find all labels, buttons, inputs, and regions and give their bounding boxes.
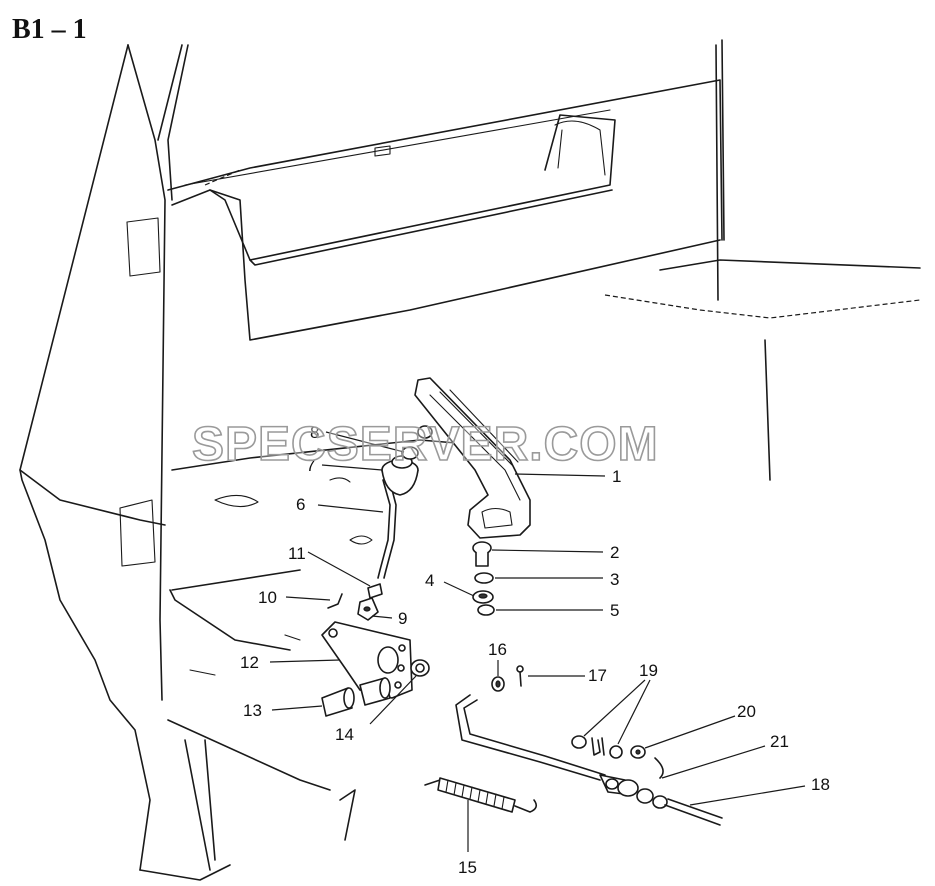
part-1-accelerator-pedal [414, 377, 531, 539]
part-17-cotter-pin [516, 665, 524, 687]
watermark: SPECSERVER.COM [192, 418, 659, 471]
part-8-retainer [401, 425, 433, 460]
callout-16: 16 [488, 640, 507, 659]
callout-14: 14 [335, 725, 354, 744]
callout-20: 20 [737, 702, 756, 721]
callout-numbers: 1 2 3 4 5 6 7 8 9 10 11 12 13 14 15 16 1… [240, 423, 830, 877]
callout-1: 1 [612, 467, 621, 486]
part-16-grommet [491, 676, 505, 692]
leader-lines [269, 431, 806, 852]
diagram-title: B1 – 1 [12, 14, 87, 45]
part-19-bushing-set [571, 735, 623, 759]
callout-11: 11 [288, 544, 306, 563]
part-10-pin [327, 593, 343, 609]
part-18-throttle-cable [455, 694, 723, 826]
callout-6: 6 [296, 495, 305, 514]
part-7-dust-boot [381, 455, 419, 496]
callout-8: 8 [310, 423, 319, 442]
callout-21: 21 [770, 732, 789, 751]
callout-4: 4 [425, 571, 434, 590]
part-13-bushing-tube [321, 677, 391, 717]
callout-5: 5 [610, 601, 619, 620]
part-21-clip [654, 757, 664, 779]
part-15-return-spring [424, 777, 538, 813]
callout-15: 15 [458, 858, 477, 877]
callout-9: 9 [398, 609, 407, 628]
part-6-push-rod [377, 479, 391, 579]
callout-13: 13 [243, 701, 262, 720]
part-12-bracket [321, 621, 413, 699]
part-2-pivot-bolt [472, 541, 492, 567]
callout-19: 19 [639, 661, 658, 680]
callout-3: 3 [610, 570, 619, 589]
part-4-bushing [472, 590, 494, 604]
part-20-nut [630, 745, 646, 759]
callout-10: 10 [258, 588, 277, 607]
callout-2: 2 [610, 543, 619, 562]
cab-structure [19, 39, 921, 881]
callout-7: 7 [306, 456, 315, 475]
part-3-washer [474, 572, 494, 584]
part-11-lock-nut [367, 583, 383, 599]
part-14-clip [410, 659, 430, 677]
callout-17: 17 [588, 666, 607, 685]
callout-18: 18 [811, 775, 830, 794]
part-5-nut [477, 604, 495, 616]
callout-12: 12 [240, 653, 259, 672]
